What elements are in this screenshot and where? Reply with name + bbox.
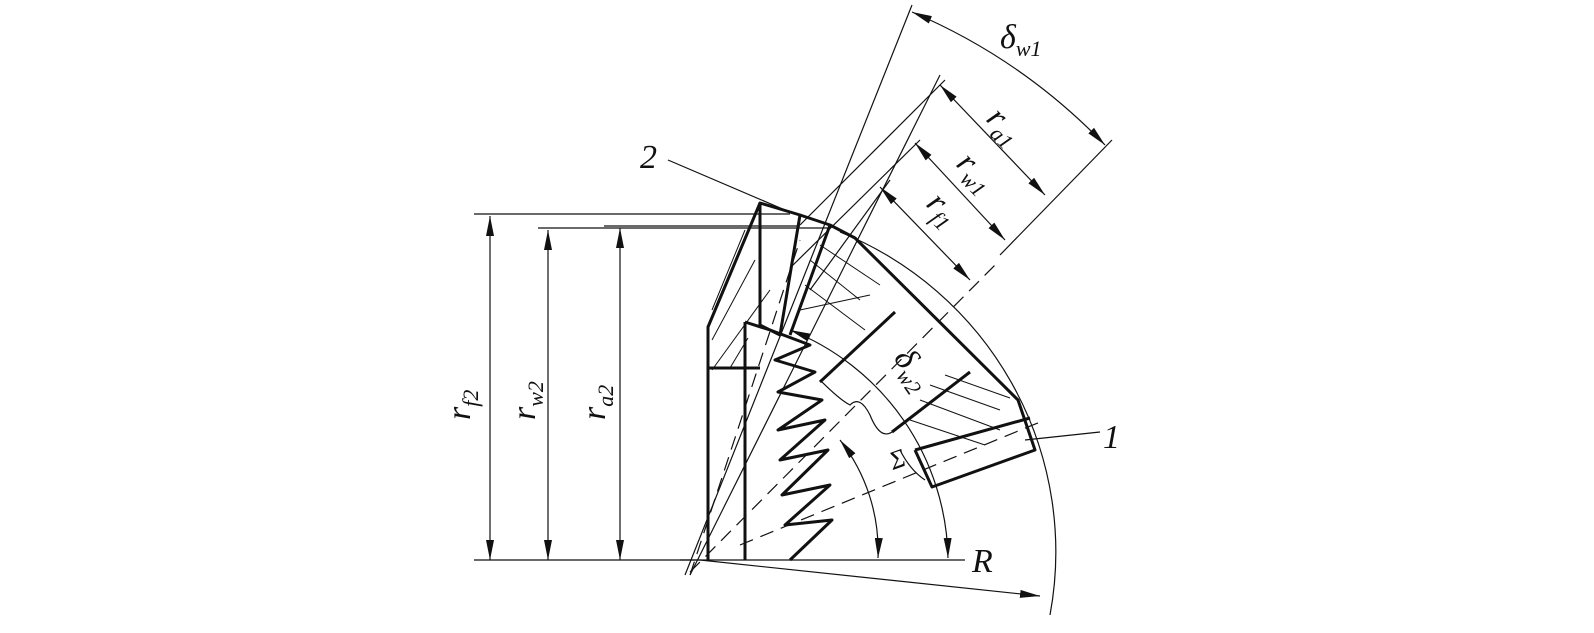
ra1-arrow: [939, 84, 1046, 196]
delta-w2-arc: [839, 439, 883, 559]
part-1-leader: [1024, 431, 1101, 441]
delta-w1-extension: [999, 139, 1113, 256]
sigma-arc: [789, 329, 952, 559]
gear2-body: [706, 201, 802, 560]
label-delta-w2: δw2: [882, 341, 940, 399]
rf1-arrow: [879, 186, 971, 281]
gear2-hatching: [711, 229, 771, 371]
label-part-2: 2: [640, 139, 657, 176]
gear1-hatching: [799, 244, 1011, 446]
label-delta-w1: δw1: [1000, 19, 1042, 61]
rw1-extension: [789, 139, 921, 269]
label-part-1: 1: [1103, 419, 1120, 456]
label-rw2: rw2: [506, 381, 548, 420]
delta-w1-arc: [911, 11, 1106, 146]
part-2-leader: [667, 159, 786, 211]
label-sigma: Σ: [884, 443, 910, 476]
label-R: R: [971, 543, 993, 580]
ra1-extension: [799, 79, 946, 226]
label-rf1: rf1: [916, 184, 967, 235]
construction-line-2: [689, 74, 941, 576]
cone-distance-arrow: [699, 559, 1041, 598]
label-rf2: rf2: [441, 390, 483, 420]
construction-line: [684, 4, 913, 576]
gear2-teeth: [769, 328, 834, 562]
label-ra2: ra2: [576, 385, 618, 420]
label-ra1: ra1: [976, 99, 1031, 154]
gear1-axis-line: [689, 259, 1001, 573]
